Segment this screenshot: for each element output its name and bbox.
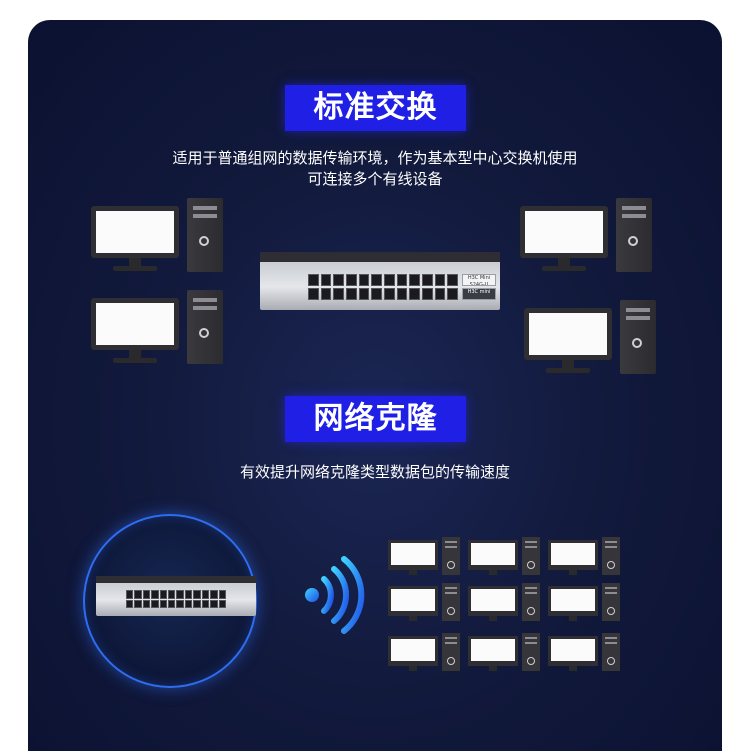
ethernet-port — [358, 288, 370, 300]
ethernet-port — [447, 274, 458, 286]
section-title-network-clone: 网络克隆 — [285, 396, 466, 442]
description-line: 适用于普通组网的数据传输环境，作为基本型中心交换机使用 — [172, 149, 578, 167]
ethernet-port — [168, 590, 176, 599]
ethernet-port — [184, 590, 193, 599]
ethernet-port — [434, 274, 446, 286]
description-line: 有效提升网络克隆类型数据包的传输速度 — [239, 463, 510, 481]
network-switch-icon — [96, 576, 256, 616]
ethernet-port — [134, 599, 142, 608]
ethernet-port — [210, 599, 218, 608]
ethernet-port — [422, 274, 433, 286]
ethernet-port — [193, 590, 201, 599]
ethernet-port — [126, 599, 134, 608]
ethernet-port — [371, 274, 382, 286]
ethernet-port — [142, 599, 151, 608]
description-line: 可连接多个有线设备 — [307, 170, 443, 188]
ethernet-port — [346, 288, 357, 300]
ethernet-port — [320, 274, 332, 286]
ethernet-port — [409, 288, 420, 300]
ethernet-port — [218, 590, 226, 599]
ethernet-port — [193, 599, 201, 608]
section-title-standard-switching: 标准交换 — [285, 85, 466, 131]
ethernet-port — [447, 288, 458, 300]
ethernet-port — [333, 274, 344, 286]
ethernet-port — [159, 590, 168, 599]
switch-model-label: H3C Mini S24G-U — [462, 274, 496, 286]
ethernet-port — [210, 590, 218, 599]
ethernet-port — [218, 599, 226, 608]
ethernet-port — [159, 599, 168, 608]
ethernet-port — [201, 599, 210, 608]
section-description-standard-switching: 适用于普通组网的数据传输环境，作为基本型中心交换机使用 可连接多个有线设备 — [28, 148, 722, 190]
network-switch-icon: H3C Mini S24G-U H3C mini — [260, 252, 500, 310]
ethernet-port — [134, 590, 142, 599]
ethernet-port — [371, 288, 382, 300]
ethernet-port — [201, 590, 210, 599]
ethernet-port — [434, 288, 446, 300]
ethernet-port — [333, 288, 344, 300]
ethernet-port — [308, 274, 319, 286]
ethernet-port — [126, 590, 134, 599]
ethernet-port — [168, 599, 176, 608]
ethernet-port — [396, 288, 408, 300]
ethernet-port — [409, 274, 420, 286]
background-panel: 标准交换 适用于普通组网的数据传输环境，作为基本型中心交换机使用 可连接多个有线… — [28, 20, 722, 751]
ethernet-port — [320, 288, 332, 300]
ethernet-port — [142, 590, 151, 599]
ethernet-port — [151, 590, 159, 599]
switch-brand-label: H3C mini — [462, 288, 496, 300]
ethernet-port — [184, 599, 193, 608]
ethernet-port — [396, 274, 408, 286]
ethernet-port — [384, 274, 395, 286]
ethernet-port — [422, 288, 433, 300]
ethernet-port — [358, 274, 370, 286]
ethernet-port — [384, 288, 395, 300]
section-description-network-clone: 有效提升网络克隆类型数据包的传输速度 — [28, 462, 722, 483]
ethernet-port — [176, 590, 184, 599]
ethernet-port — [346, 274, 357, 286]
ethernet-port — [176, 599, 184, 608]
wireless-signal-icon — [305, 556, 365, 634]
ethernet-port — [308, 288, 319, 300]
ethernet-port — [151, 599, 159, 608]
